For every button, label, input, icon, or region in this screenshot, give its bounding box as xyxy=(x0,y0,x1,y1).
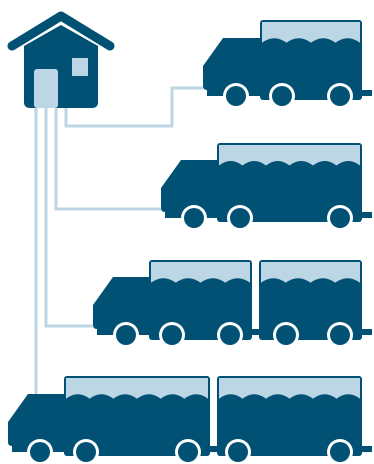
truck-icon xyxy=(203,20,372,109)
trailer-cover xyxy=(219,145,360,166)
wheel xyxy=(330,442,350,462)
wheel xyxy=(226,86,246,106)
trailer-cover xyxy=(66,378,208,399)
wheel xyxy=(272,86,292,106)
wheel xyxy=(76,442,96,462)
wheel xyxy=(178,442,198,462)
truck-cab xyxy=(203,38,261,90)
truck-icon xyxy=(93,260,372,348)
trailer-cover xyxy=(219,378,360,399)
truck-cab xyxy=(161,160,219,212)
truck-icon xyxy=(161,143,372,231)
wheel xyxy=(30,442,50,462)
house-icon xyxy=(12,16,110,108)
wheel xyxy=(220,325,240,345)
truck-cab xyxy=(93,277,151,329)
connector-lines xyxy=(36,88,203,397)
wheel xyxy=(230,208,250,228)
house-door xyxy=(34,69,58,108)
house-window xyxy=(72,58,88,76)
wheel xyxy=(330,208,350,228)
truck-icon xyxy=(8,376,372,464)
connector-line xyxy=(46,105,93,326)
wheel xyxy=(162,325,182,345)
connector-line xyxy=(56,105,161,209)
wheel xyxy=(184,208,204,228)
truck-cab xyxy=(8,394,66,446)
wheel xyxy=(116,325,136,345)
wheel xyxy=(330,325,350,345)
wheel xyxy=(228,442,248,462)
wheel xyxy=(330,86,350,106)
wheel xyxy=(276,325,296,345)
